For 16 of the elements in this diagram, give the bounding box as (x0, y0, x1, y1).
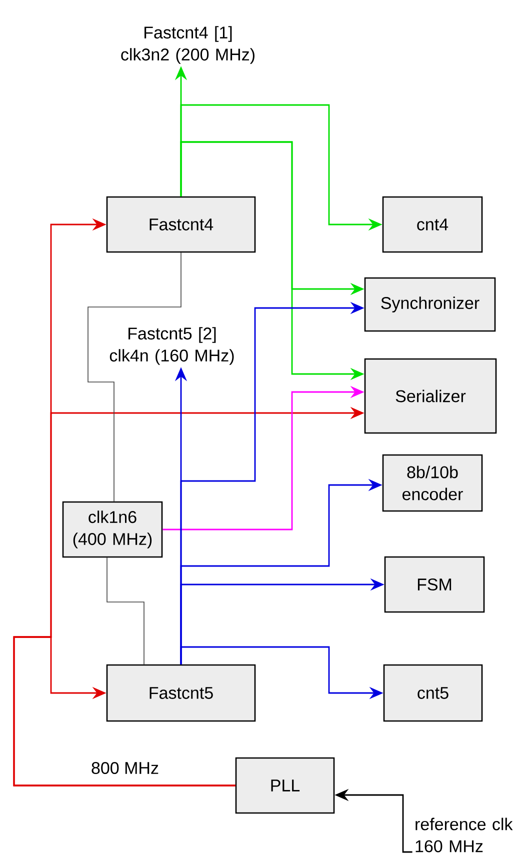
block-box: FSM (384, 556, 485, 613)
block-box: PLL (235, 757, 335, 814)
block-box: cnt4 (382, 196, 483, 253)
block-box: Serializer (364, 358, 497, 434)
block-box: clk1n6 (400 MHz) (62, 501, 163, 558)
edge-label: 800 MHz (90, 761, 160, 776)
connector-line (88, 252, 182, 502)
signal-label: Fastcnt4 [1] clk3n2 (200 MHz) (121, 26, 254, 64)
block-box: Fastcnt5 (106, 664, 256, 722)
connector-line (106, 557, 144, 665)
block-box: Synchronizer (364, 277, 496, 332)
block-box: 8b/10b encoder (382, 454, 483, 512)
block-box: cnt5 (383, 664, 483, 722)
block-box: Fastcnt4 (106, 196, 256, 253)
input-label: reference clk 160 MHz (416, 818, 513, 852)
signal-label: Fastcnt5 [2] clk4n (160 MHz) (110, 327, 234, 365)
